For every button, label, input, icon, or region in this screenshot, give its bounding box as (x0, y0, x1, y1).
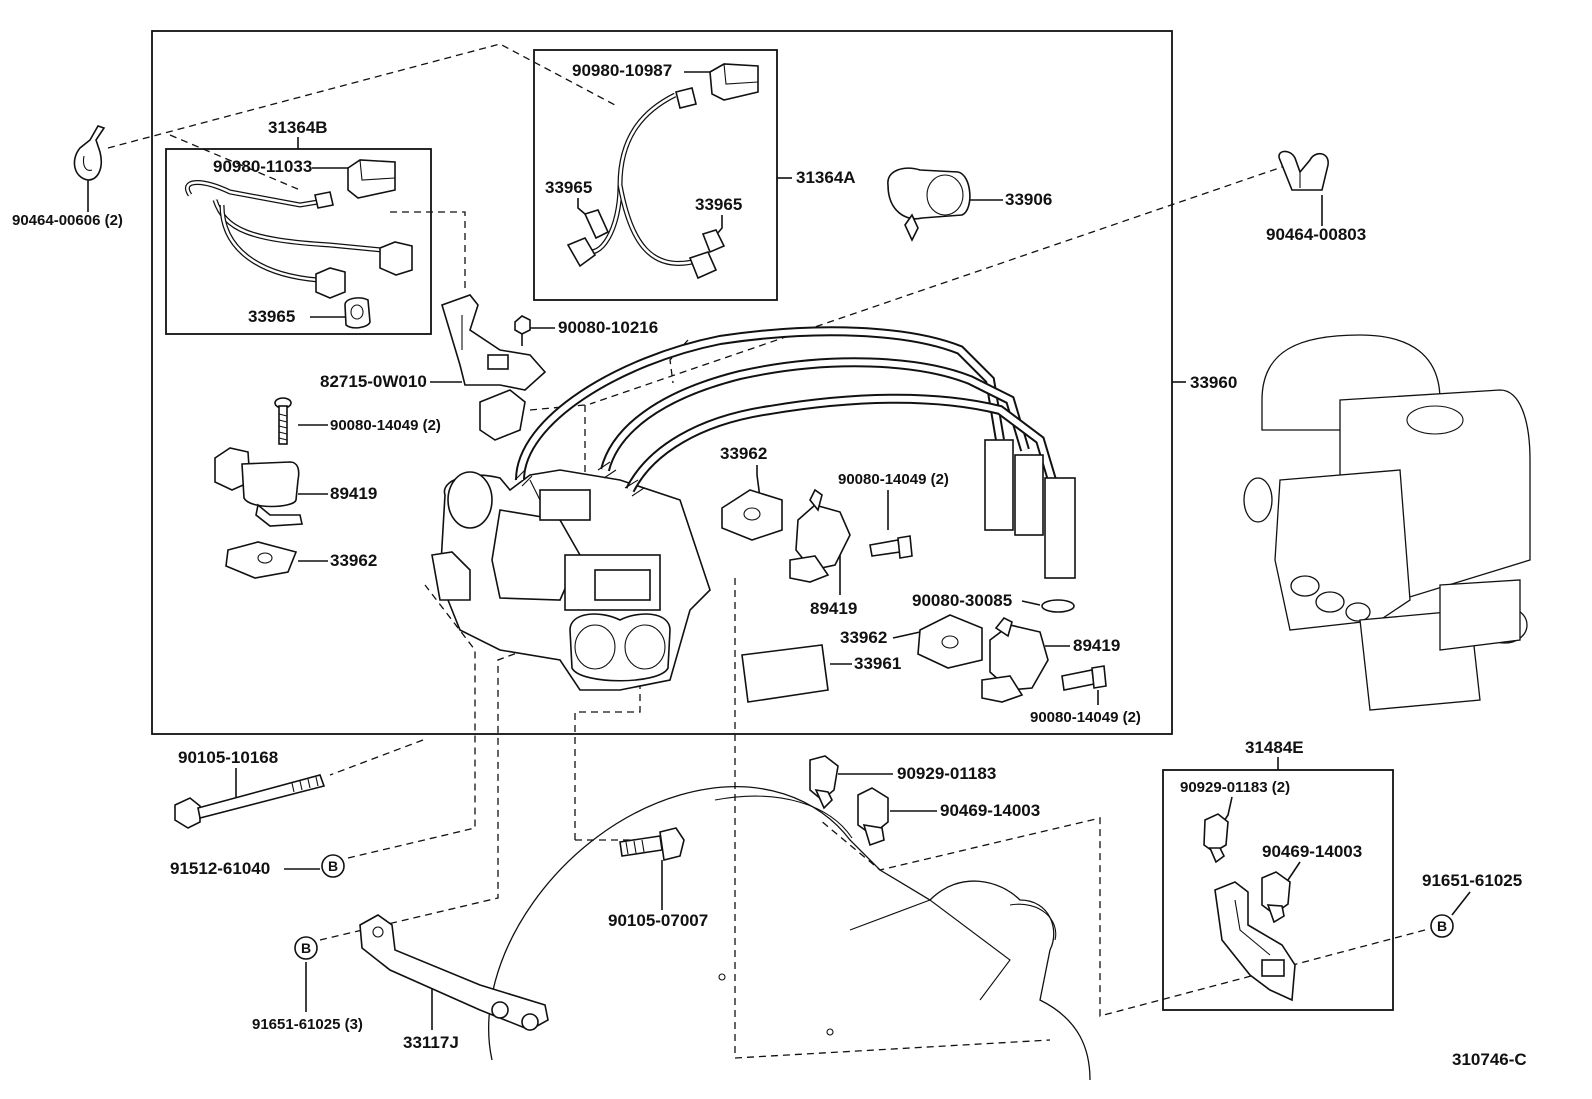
part-label-l21: 33962 (840, 628, 887, 647)
part-label-l26: 31484E (1245, 738, 1304, 757)
connector-90980-10987[interactable] (709, 63, 759, 101)
vacuum-hoses[interactable] (514, 326, 1076, 579)
part-label-l33: 90105-07007 (608, 911, 708, 930)
part-label-l16: 90080-14049 (2) (838, 471, 949, 488)
part-label-l10: 90464-00803 (1266, 225, 1366, 244)
part-label-l19: 89419 (810, 599, 857, 618)
part-label-l07: 33965 (695, 195, 742, 214)
part-label-l35: 33117J (403, 1033, 459, 1052)
part-label-l06: 33965 (545, 178, 592, 197)
gasket-33962-right[interactable] (917, 614, 983, 669)
sub-assembly-frame-31364a (533, 49, 778, 301)
ref-marker-letter-m2: B (301, 940, 311, 956)
screw-90080-14049-center[interactable] (869, 535, 913, 559)
part-label-l08: 31364A (796, 168, 856, 187)
ref-marker-group (294, 854, 1454, 960)
gasket-33962-left[interactable] (225, 541, 298, 579)
clip-90929-01183[interactable] (809, 755, 839, 810)
part-label-l32: 91651-61025 (1422, 871, 1522, 890)
part-label-l34: 91651-61025 (3) (252, 1016, 363, 1033)
grommet-33965-a1[interactable] (566, 209, 610, 268)
ref-marker-b-3 (1430, 914, 1454, 938)
screw-90080-14049-right[interactable] (1061, 665, 1107, 691)
bracket-31484e[interactable] (1214, 881, 1296, 1002)
throttle-body-33960[interactable] (431, 469, 711, 691)
sensor-33906[interactable] (887, 167, 971, 242)
ref-marker-letters: B B B (301, 858, 1447, 956)
part-label-l02: 31364B (268, 118, 328, 137)
cover-33961[interactable] (741, 644, 829, 703)
part-label-l18: 33962 (330, 551, 377, 570)
o-ring-90080-30085[interactable] (1041, 599, 1075, 613)
sensor-89419-right[interactable] (981, 616, 1049, 703)
part-label-l20: 90080-30085 (912, 591, 1012, 610)
ref-marker-letter-m1: B (328, 858, 338, 874)
clip-90929-01183-kit[interactable] (1203, 813, 1229, 864)
screw-90080-14049-left[interactable] (274, 397, 292, 445)
part-label-l31: 91512-61040 (170, 859, 270, 878)
wiring-harness-31364b[interactable] (185, 180, 383, 283)
connector-90980-11033[interactable] (347, 159, 396, 199)
bracket-33117j[interactable] (359, 914, 549, 1031)
part-label-l25: 90105-10168 (178, 748, 278, 767)
part-label-l23: 33961 (854, 654, 901, 673)
bolt-90105-10168[interactable] (174, 774, 326, 829)
part-label-l13: 33960 (1190, 373, 1237, 392)
connector-small-31364b[interactable] (315, 241, 413, 299)
ref-marker-b-1 (321, 854, 345, 878)
part-label-l24: 90080-14049 (2) (1030, 709, 1141, 726)
part-label-l05: 90980-10987 (572, 61, 672, 80)
clip-90469-14003[interactable] (857, 787, 889, 847)
grommet-33965-a2[interactable] (688, 229, 726, 280)
part-label-l03: 90980-11033 (213, 157, 312, 176)
part-label-l09: 33906 (1005, 190, 1052, 209)
hose-clamp-90464-00606[interactable] (73, 125, 106, 181)
part-label-l30: 90469-14003 (1262, 842, 1362, 861)
part-label-l15: 33962 (720, 444, 767, 463)
part-label-l04: 33965 (248, 307, 295, 326)
gasket-33962-center[interactable] (721, 489, 783, 541)
sensor-89419-left[interactable] (214, 447, 303, 527)
wiring-harness-31364a[interactable] (583, 87, 701, 266)
part-label-l27: 90929-01183 (897, 764, 996, 783)
part-label-l14: 90080-14049 (2) (330, 417, 441, 434)
screw-90080-10216[interactable] (514, 315, 531, 346)
ref-marker-letter-m3: B (1437, 918, 1447, 934)
brake-actuator-outline (1243, 334, 1531, 711)
part-label-l11: 90080-10216 (558, 318, 658, 337)
part-label-l29: 90469-14003 (940, 801, 1040, 820)
figure-code: 310746-C (1452, 1050, 1527, 1069)
part-label-l17: 89419 (330, 484, 377, 503)
hose-clamp-90464-00803[interactable] (1278, 150, 1329, 191)
part-label-l22: 89419 (1073, 636, 1120, 655)
part-number-labels: 90464-00606 (2) 31364B 90980-11033 33965 909… (12, 61, 1522, 1052)
sensor-89419-center[interactable] (789, 488, 851, 583)
part-label-l12: 82715-0W010 (320, 372, 427, 391)
bracket-82715-0w010[interactable] (441, 294, 547, 441)
clip-90469-14003-kit[interactable] (1261, 871, 1291, 924)
part-label-l01: 90464-00606 (2) (12, 212, 123, 229)
ref-marker-b-2 (294, 936, 318, 960)
engine-block-outline (488, 786, 1091, 1081)
bolt-90105-07007[interactable] (619, 827, 685, 861)
part-label-l28: 90929-01183 (2) (1180, 779, 1290, 796)
grommet-33965-left[interactable] (344, 297, 371, 329)
